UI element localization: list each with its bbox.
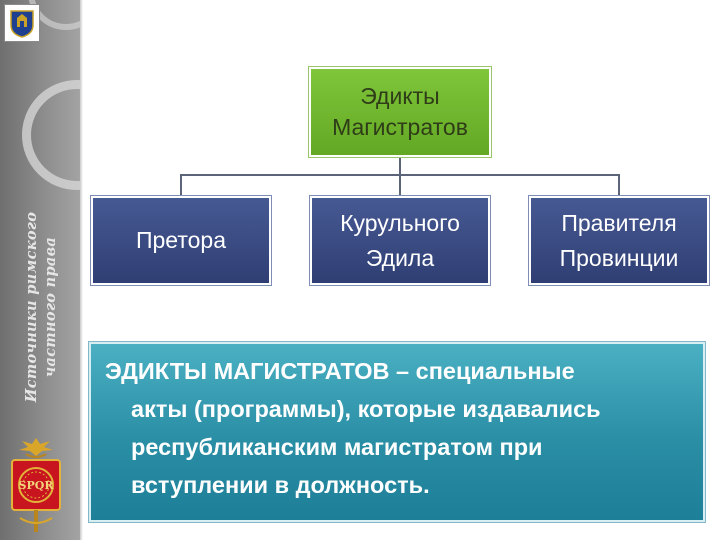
definition-line4: вступлении в должность. <box>131 472 430 498</box>
child-node-line1: Курульного <box>340 209 460 236</box>
child-node-province-governor: Правителя Провинции <box>529 196 709 285</box>
root-node-edicts-of-magistrates: Эдикты Магистратов <box>309 67 491 157</box>
child-node-curule-aedile: Курульного Эдила <box>310 196 490 285</box>
definition-line2: акты (программы), которые издавались <box>131 396 601 422</box>
child-node-line1: Претора <box>135 227 226 253</box>
spqr-emblem-text: SPQR <box>19 479 55 492</box>
definition-term: ЭДИКТЫ МАГИСТРАТОВ <box>105 358 390 384</box>
child-node-praetor: Претора <box>91 196 271 285</box>
university-emblem-icon <box>4 4 40 42</box>
spqr-eagle-standard-icon: SPQR <box>11 438 61 532</box>
sidebar-divider <box>80 0 83 540</box>
sidebar-panel: Источники римского частного права SPQR <box>0 0 80 540</box>
root-node-line1: Эдикты <box>360 83 440 109</box>
connector-root-stem <box>399 157 401 175</box>
connector-child-2 <box>399 174 401 196</box>
connector-child-3 <box>618 174 620 196</box>
definition-box: ЭДИКТЫ МАГИСТРАТОВ – специальные акты (п… <box>89 342 705 522</box>
root-node-line2: Магистратов <box>332 114 468 140</box>
child-node-line1: Правителя <box>561 209 677 236</box>
definition-line1: ЭДИКТЫ МАГИСТРАТОВ – специальные <box>105 352 691 390</box>
child-node-line2: Провинции <box>559 244 679 271</box>
child-node-line2: Эдила <box>365 244 435 271</box>
connector-child-1 <box>180 174 182 196</box>
definition-dash: – специальные <box>389 358 575 384</box>
definition-line3: республиканским магистратом при <box>131 434 543 460</box>
